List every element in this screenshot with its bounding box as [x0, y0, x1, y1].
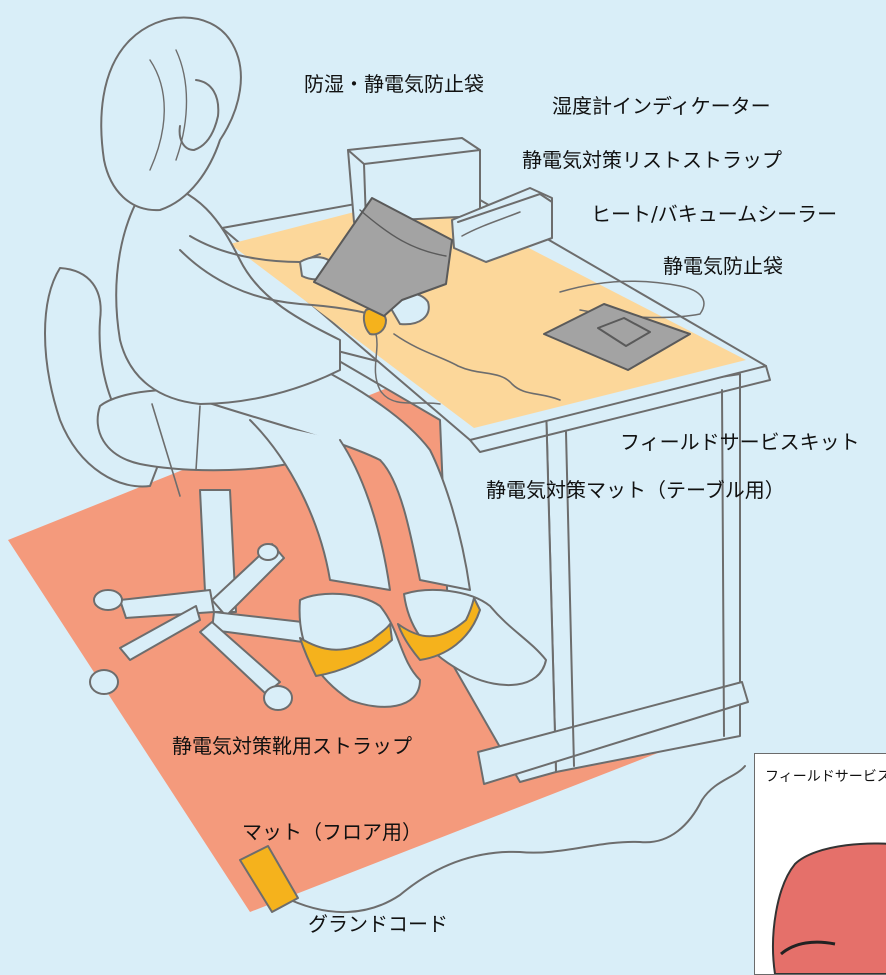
esd-workstation-illustration	[8, 16, 771, 913]
label-wrist-strap: 静電気対策リストストラップ	[522, 148, 782, 172]
field-service-kit-photo	[772, 842, 886, 974]
label-moisture-barrier-bag: 防湿・静電気防止袋	[304, 72, 484, 96]
label-floor-mat: マット（フロア用）	[242, 820, 422, 844]
label-shoe-strap: 静電気対策靴用ストラップ	[172, 734, 412, 758]
label-table-mat: 静電気対策マット（テーブル用）	[486, 478, 785, 502]
ground-plug	[239, 845, 299, 913]
chair-base	[89, 489, 345, 711]
desk-footrest	[477, 681, 749, 785]
person-hair	[100, 16, 242, 212]
wrist-strap-cord	[374, 333, 441, 405]
heat-vacuum-sealer	[451, 187, 553, 263]
inset-caption: フィールドサービスキット	[765, 769, 886, 785]
ground-cord	[281, 765, 746, 913]
right-shoe-strap	[397, 597, 481, 661]
right-shoe	[403, 589, 547, 686]
label-humidity-indicator: 湿度計インディケーター	[552, 94, 771, 118]
chair-back	[44, 267, 161, 488]
label-heat-vacuum-sealer: ヒート/バキュームシーラー	[591, 202, 838, 226]
label-field-service-kit: フィールドサービスキット	[620, 430, 860, 454]
left-shoe-strap	[299, 623, 393, 677]
person-torso	[115, 179, 341, 405]
label-antistatic-bag: 静電気防止袋	[663, 254, 783, 278]
label-ground-cord: グランドコード	[308, 912, 448, 936]
person-face	[178, 79, 220, 151]
field-service-kit-inset: フィールドサービスキット	[754, 753, 886, 975]
held-antistatic-bag	[313, 197, 453, 317]
moisture-barrier-bag-box	[347, 137, 481, 223]
